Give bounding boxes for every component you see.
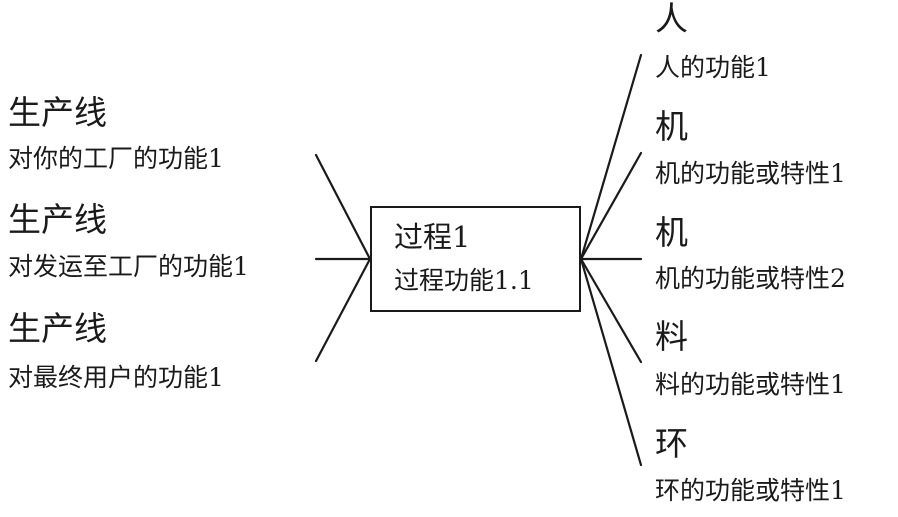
connector-line-factor-4 — [579, 257, 643, 364]
factor-1-label: 人 — [655, 0, 688, 38]
factor-4-function: 料的功能或特性1 — [655, 370, 846, 399]
factor-1-function: 人的功能1 — [655, 53, 771, 82]
input-2-function: 对发运至工厂的功能1 — [8, 252, 249, 281]
connector-line-input-3 — [314, 257, 372, 363]
connector-line-factor-2 — [579, 151, 643, 261]
factor-5-label: 环 — [655, 424, 688, 463]
connector-line-input-1 — [314, 153, 372, 261]
factor-2-label: 机 — [655, 107, 688, 146]
factor-2-function: 机的功能或特性1 — [655, 159, 846, 188]
connector-line-factor-1 — [579, 53, 643, 261]
factor-3-function: 机的功能或特性2 — [655, 264, 846, 293]
input-1-function: 对你的工厂的功能1 — [8, 144, 224, 173]
process-function: 过程功能1.1 — [394, 266, 534, 295]
factor-3-label: 机 — [655, 213, 688, 252]
input-2-label: 生产线 — [8, 200, 107, 239]
process-title: 过程1 — [394, 220, 471, 254]
input-3-label: 生产线 — [8, 309, 107, 348]
input-3-function: 对最终用户的功能1 — [8, 363, 224, 392]
factor-4-label: 料 — [655, 317, 688, 356]
process-box: 过程1 过程功能1.1 — [370, 206, 581, 312]
input-1-label: 生产线 — [8, 93, 107, 132]
factor-5-function: 环的功能或特性1 — [655, 476, 846, 505]
connector-line-factor-5 — [579, 257, 643, 467]
